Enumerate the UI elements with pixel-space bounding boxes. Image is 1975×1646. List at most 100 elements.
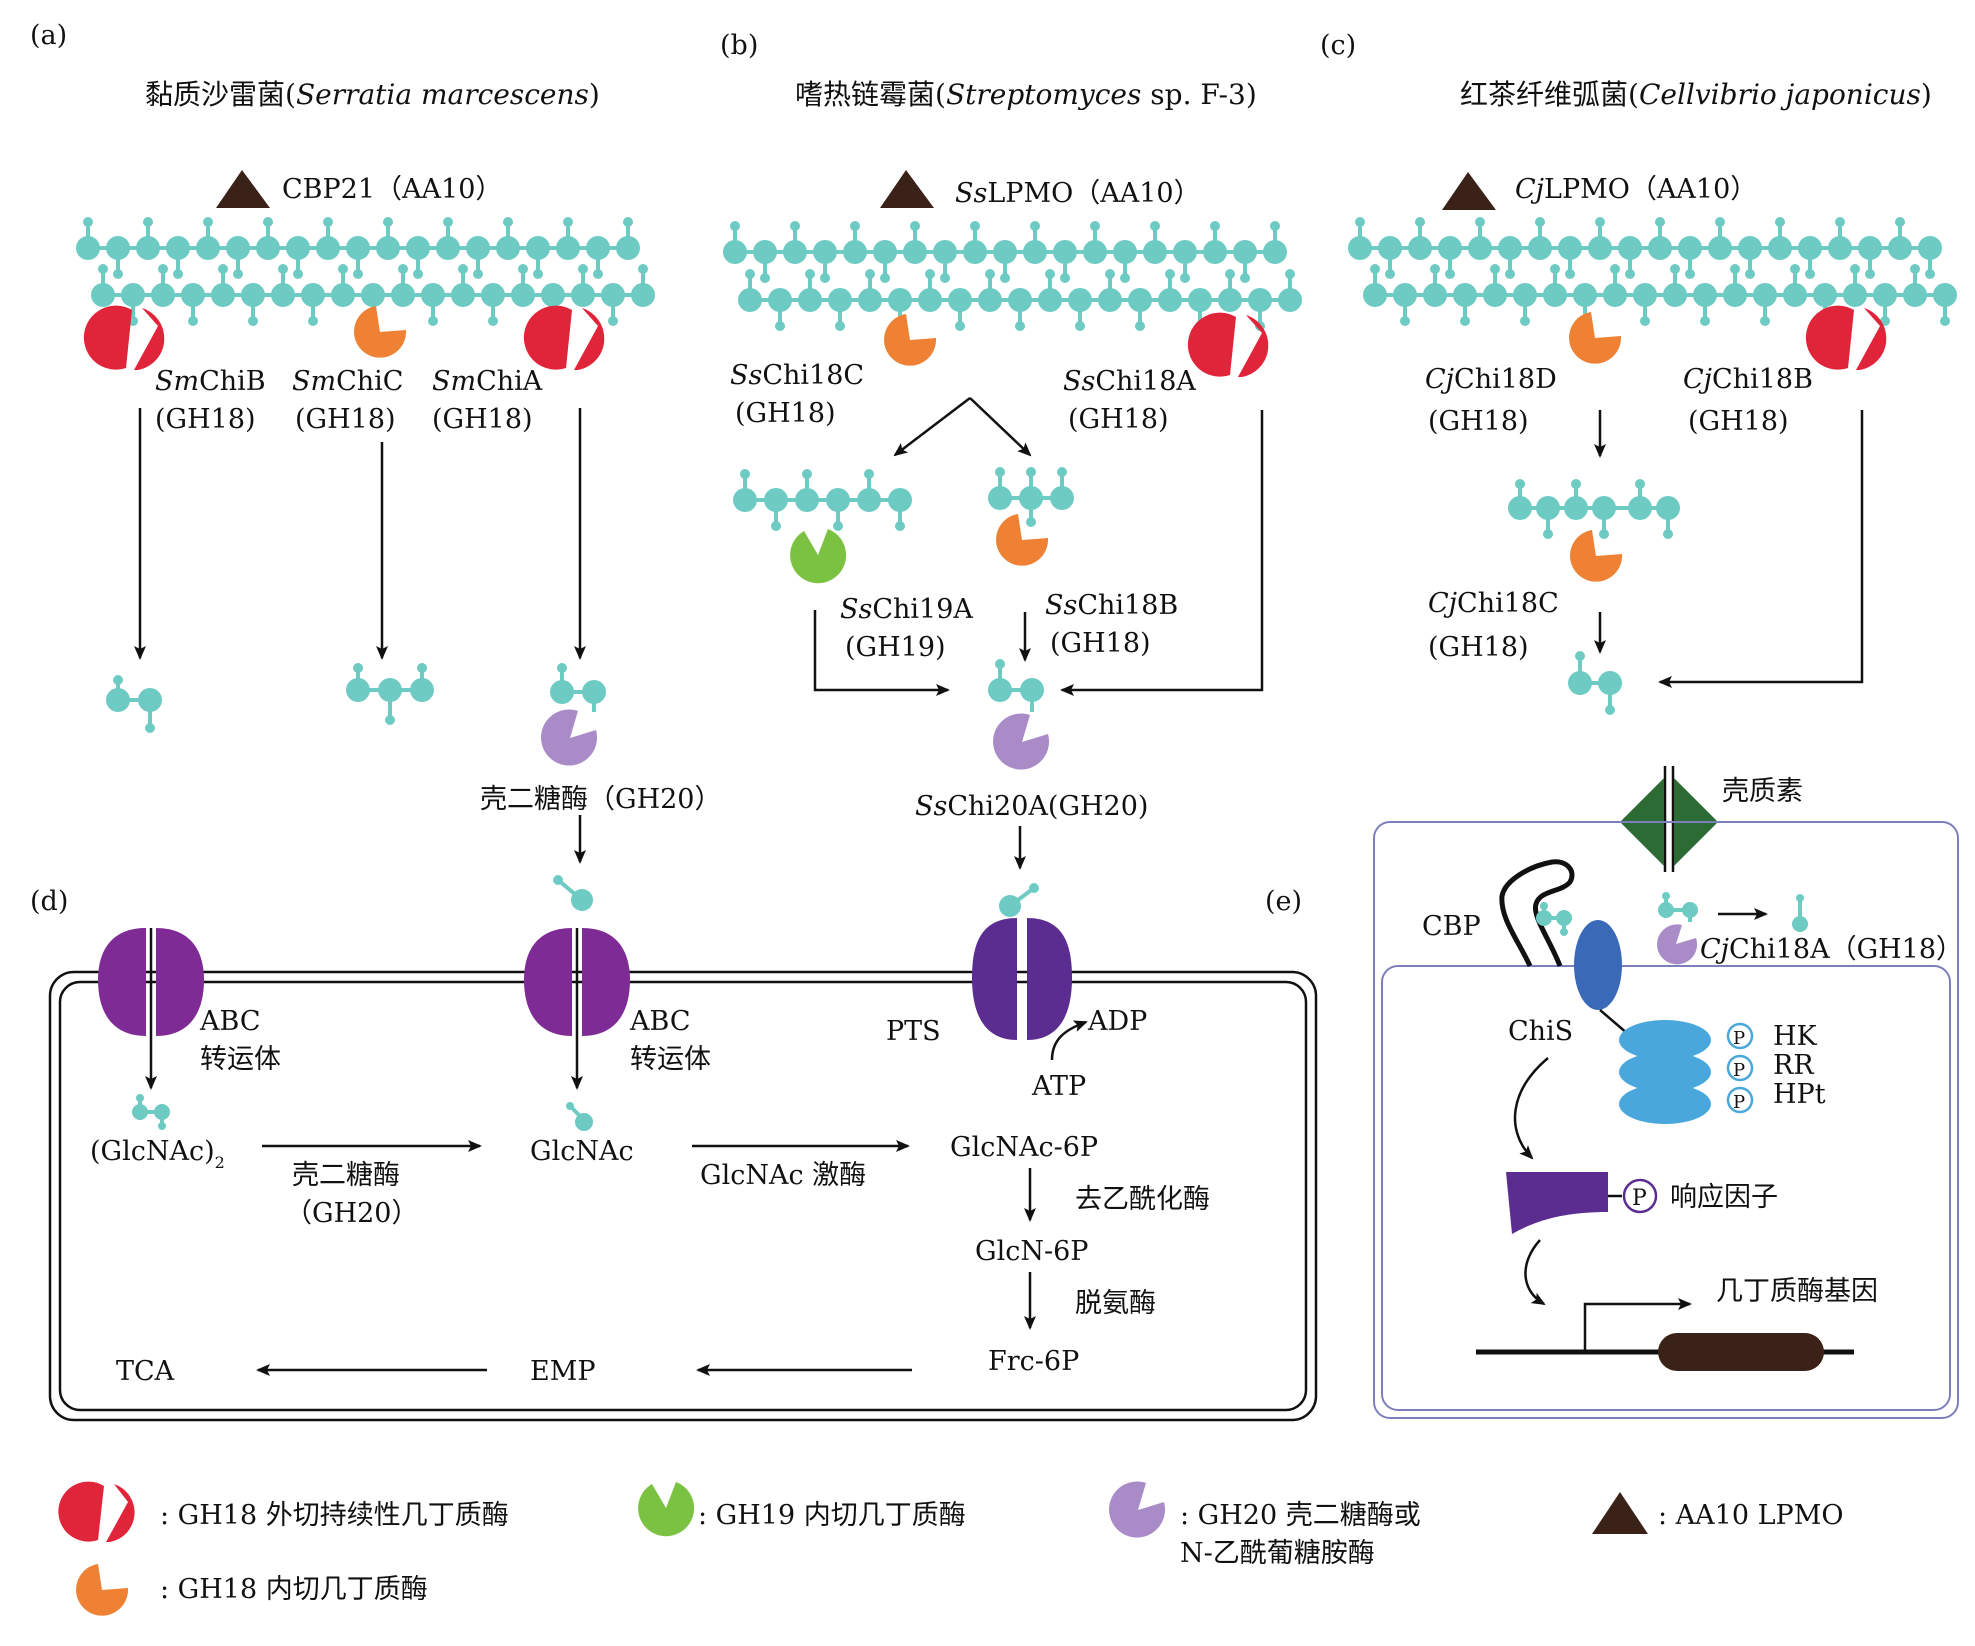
pts-transporter-icon	[972, 918, 1072, 1040]
gh18-endo-enzyme-icon	[996, 514, 1049, 566]
sschi18c-family: (GH18)	[735, 398, 836, 429]
response-factor-label: 响应因子	[1670, 1182, 1778, 1213]
gh18-endo-enzyme-icon	[1569, 312, 1622, 364]
legend-gh20-label-line2: N-乙酰葡糖胺酶	[1180, 1538, 1375, 1569]
organism-cn: 黏质沙雷菌	[145, 78, 285, 111]
organism-strain: sp. F-3	[1150, 78, 1246, 111]
hpt-domain-icon	[1619, 1084, 1711, 1124]
rr-label: RR	[1773, 1050, 1814, 1081]
legend-gh18-exo-label: : GH18 外切持续性几丁质酶	[160, 1500, 509, 1531]
arrow	[969, 397, 1032, 457]
organism-cn: 红茶纤维弧菌	[1460, 78, 1628, 111]
hk-domain-icon	[1619, 1020, 1711, 1060]
arrow	[813, 610, 950, 696]
legend: : GH18 外切持续性几丁质酶 : GH19 内切几丁质酶 : GH20 壳二…	[58, 1481, 1844, 1616]
chitin-fiber	[723, 221, 1302, 331]
lpmo-triangle-icon	[1442, 172, 1496, 210]
cjchi18c-label: CjChi18C	[1428, 588, 1559, 619]
cell-inner-membrane-e	[1381, 965, 1951, 1411]
gh20-enzyme-icon	[1657, 924, 1698, 965]
panel-c-lpmo-label: CjLPMO（AA10）	[1515, 174, 1757, 205]
abc-label-1: ABC	[199, 1006, 261, 1037]
gh18-exo-enzyme-icon	[83, 305, 165, 370]
panel-a-organism-title: 黏质沙雷菌(Serratia marcescens)	[145, 78, 600, 111]
gh19-enzyme-icon	[790, 529, 847, 584]
abc-transporter-icon	[98, 928, 204, 1036]
deacetylase-label: 去乙酰化酶	[1075, 1184, 1210, 1215]
arrow	[1658, 410, 1864, 688]
chitobiose-on-chitobiase	[988, 659, 1044, 712]
frc6p-label: Frc-6P	[988, 1346, 1079, 1377]
gh19-legend-icon	[638, 1482, 695, 1537]
cjchi18b-family: (GH18)	[1688, 406, 1789, 437]
sschi18b-label: SsChi18B	[1045, 590, 1178, 621]
panel-b-lpmo-label: SsLPMO（AA10）	[955, 178, 1201, 209]
tca-label: TCA	[116, 1356, 175, 1387]
chitobiose-molecule	[1658, 892, 1698, 922]
panel-d-tag: (d)	[30, 886, 68, 917]
organism-latin: Cellvibrio japonicus	[1639, 78, 1921, 111]
legend-gh19-label: : GH19 内切几丁质酶	[698, 1500, 966, 1531]
emp-label: EMP	[530, 1356, 596, 1387]
pts-label: PTS	[886, 1016, 941, 1047]
abc-label-2: ABC	[629, 1006, 691, 1037]
glcnac6p-label: GlcNAc-6P	[950, 1132, 1098, 1163]
chitobiose-product	[1568, 651, 1622, 715]
phospho-icon: P	[1726, 1054, 1754, 1082]
sschi18a-label: SsChi18A	[1063, 366, 1196, 397]
cell-inner-membrane	[58, 980, 1308, 1412]
sschi20a-label: SsChi20A(GH20)	[915, 791, 1148, 822]
sschi19a-family: (GH19)	[845, 632, 946, 663]
lpmo-triangle-icon	[216, 170, 270, 208]
signal-arrow	[1513, 1057, 1549, 1160]
svg-text:P: P	[1632, 1186, 1647, 1211]
panel-b-tag: (b)	[720, 30, 758, 61]
gh20-enzyme-icon	[541, 709, 598, 766]
panel-e-tag: (e)	[1265, 886, 1302, 917]
cell-outer-membrane	[48, 970, 1318, 1422]
abc-transporter-label-1: 转运体	[200, 1044, 281, 1075]
rr-domain-icon	[1619, 1052, 1711, 1092]
chitobiase-gh20-label: 壳二糖酶（GH20）	[480, 784, 721, 815]
cjchi18b-label: CjChi18B	[1683, 364, 1813, 395]
chitobiose-molecule	[132, 1094, 170, 1130]
gh18-endo-legend-icon	[76, 1564, 129, 1616]
smchic-family: (GH18)	[295, 404, 396, 435]
hpt-label: HPt	[1773, 1079, 1826, 1110]
svg-text:P: P	[1733, 1028, 1745, 1049]
oligomer-on-gh18c	[1508, 479, 1680, 539]
arrow	[893, 397, 971, 457]
response-regulator-icon	[1506, 1172, 1608, 1234]
glcnac-molecule	[566, 1102, 593, 1131]
gh18-exo-enzyme-icon	[1805, 305, 1887, 370]
chitobiose-molecule	[1536, 902, 1572, 936]
gh18-endo-enzyme-icon	[884, 314, 937, 366]
gh18-exo-enzyme-icon	[1187, 312, 1269, 377]
legend-aa10-label: : AA10 LPMO	[1658, 1500, 1844, 1531]
glcnac2-label: (GlcNAc)2	[90, 1136, 225, 1172]
glcn6p-label: GlcN-6P	[975, 1236, 1088, 1267]
oligomer-on-gh18b	[988, 467, 1074, 527]
deaminase-label: 脱氨酶	[1075, 1288, 1156, 1319]
gh18-endo-enzyme-icon	[1570, 530, 1623, 582]
chitotriose-product	[346, 663, 434, 725]
panel-a-tag: (a)	[30, 20, 67, 51]
chitobiose-on-chitobiase	[550, 663, 606, 712]
lpmo-triangle-icon	[880, 170, 934, 208]
aa10-legend-icon	[1592, 1492, 1648, 1534]
promoter-arrow	[1583, 1298, 1692, 1352]
gh20-legend-icon	[1109, 1481, 1166, 1538]
glcnac-kinase-label: GlcNAc 激酶	[700, 1160, 866, 1191]
gh18-exo-legend-icon	[58, 1481, 135, 1542]
panel-b-organism-title: 嗜热链霉菌(Streptomyces sp. F-3)	[795, 78, 1257, 111]
smchib-family: (GH18)	[155, 404, 256, 435]
legend-gh20-label-line1: : GH20 壳二糖酶或	[1180, 1500, 1421, 1531]
adp-label: ADP	[1087, 1006, 1147, 1037]
glcnac-label: GlcNAc	[530, 1136, 634, 1167]
smchia-label: SmChiA	[432, 366, 543, 397]
abc-transporter-label-2: 转运体	[630, 1044, 711, 1075]
cjchi18d-label: CjChi18D	[1425, 364, 1557, 395]
oligomer-on-gh19	[733, 469, 912, 531]
svg-text:P: P	[1733, 1092, 1745, 1113]
